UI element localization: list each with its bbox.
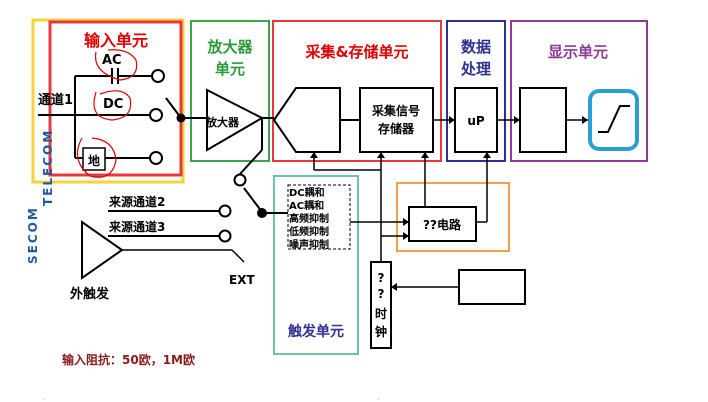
stray-dot-right: ·: [377, 395, 380, 402]
trigger-option-hf-reject: 高频抑制: [289, 212, 329, 225]
ground-box: [82, 147, 106, 171]
ground-annotation-mark: [76, 137, 117, 178]
memory-box: [359, 87, 434, 153]
trigger-option-noise-reject: 噪声抑制: [289, 238, 329, 251]
circuit-to-up-arrow: [483, 152, 491, 158]
display-unit-frame: [510, 20, 648, 162]
up-label: uP: [467, 114, 485, 128]
trigger-to-circuit-arrow: [403, 218, 409, 226]
logo-text-telecom: TELECOM: [41, 129, 55, 206]
driver-to-screen-arrow: [582, 116, 588, 124]
circuit-to-memory-arrow: [421, 152, 429, 158]
memory-label-line2: 存储器: [377, 121, 415, 136]
dc-annotation-mark: [93, 90, 132, 121]
amplifier-unit-title-line2: 单元: [215, 60, 245, 78]
logo-text-secom: SECOM: [26, 206, 40, 264]
ext-trigger-triangle: [81, 220, 124, 280]
clock-to-memory-arrow: [377, 152, 385, 158]
clock-label-4: 钟: [375, 324, 387, 339]
input-unit-frame: [48, 20, 183, 177]
acq-storage-unit-frame: [272, 20, 442, 162]
circuit-frame: [396, 182, 510, 252]
dc-label: DC: [103, 97, 123, 112]
clock-label-1: ?: [378, 271, 385, 285]
external-to-clock-arrow: [391, 283, 397, 291]
ac-terminal: [151, 69, 165, 83]
dc-terminal: [149, 108, 163, 122]
up-box: [454, 87, 498, 153]
circuit-label: ??电路: [423, 217, 462, 232]
amplifier-unit-frame: [190, 20, 270, 162]
data-processing-unit-frame: [446, 20, 506, 162]
ac-annotation-mark: [94, 49, 138, 81]
channel1-trigger-terminal: [233, 173, 247, 187]
external-input-box: [458, 269, 526, 305]
acq-storage-unit-title: 采集&存储单元: [304, 43, 408, 61]
ext-trigger-wire-2: [231, 249, 245, 263]
trigger-option-lf-reject: 低频抑制: [288, 225, 329, 238]
trigger-unit-title: 触发单元: [287, 323, 344, 340]
channel1-trigger-feed-2: [239, 149, 263, 175]
source3-terminal: [218, 229, 232, 243]
amplifier-block-label: 放大器: [205, 115, 240, 129]
display-unit-title: 显示单元: [548, 43, 608, 61]
source2-label: 来源通道2: [108, 194, 165, 209]
ext-trigger-label: 外触发: [69, 286, 110, 302]
amplifier-unit-title-line1: 放大器: [206, 38, 253, 56]
trigger-option-dc: DC耦和: [289, 186, 325, 199]
clock-to-adc-arrow: [310, 152, 318, 158]
ext-label: EXT: [229, 273, 255, 287]
adc-hexagon: [272, 87, 341, 153]
channel1-label: 通道1: [38, 92, 73, 108]
memory-to-up-arrow: [449, 116, 455, 124]
source2-terminal: [218, 204, 232, 218]
data-processing-title-line1: 数据: [461, 38, 491, 56]
data-processing-title-line2: 处理: [460, 60, 491, 78]
ground-terminal: [149, 151, 163, 165]
trigger-switch-arm: [243, 187, 263, 213]
stray-dot-left: ·: [43, 395, 46, 402]
trigger-unit-frame: [273, 175, 359, 355]
trigger-option-ac: AC耦和: [289, 199, 324, 212]
ground-label: 地: [88, 153, 100, 168]
up-to-display-arrow: [514, 116, 520, 124]
input-impedance-note: 输入阻抗：50欧，1M欧: [62, 352, 195, 367]
trigger-options-box: [287, 184, 351, 250]
input-unit-outer-frame: [31, 18, 185, 184]
company-logo: SECOM TELECOM: [25, 84, 57, 270]
clock-label-3: 时: [375, 306, 387, 321]
input-unit-title: 输入单元: [84, 31, 148, 50]
clock-label-2: ?: [378, 287, 385, 301]
memory-label-line1: 采集信号: [371, 103, 420, 118]
display-waveform: [598, 105, 630, 133]
display-driver-box: [519, 87, 567, 153]
clock-to-circuit-arrow: [403, 232, 409, 240]
amplifier-triangle: [206, 88, 265, 152]
source3-label: 来源通道3: [108, 219, 165, 234]
ac-label: AC: [102, 53, 122, 68]
circuit-box: [408, 206, 477, 242]
